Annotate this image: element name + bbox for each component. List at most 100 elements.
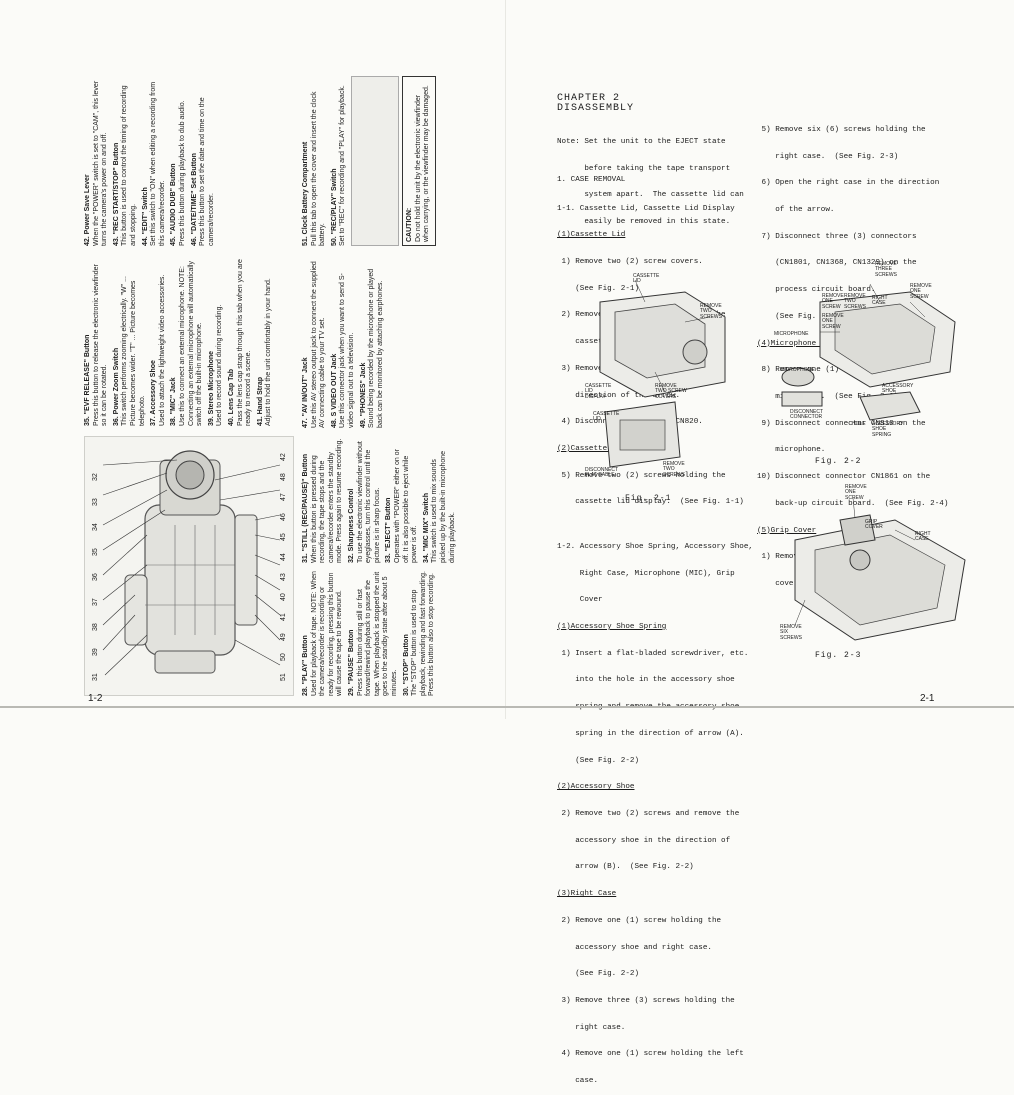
- feature-item-body: Use this AV stereo output jack to connec…: [310, 261, 327, 428]
- feature-item-title: 32. Sharpness Control: [347, 488, 355, 563]
- figure-2-1-caption: Fig. 2-1: [625, 494, 672, 503]
- feature-item-title: 46. "DATE/TIME" Set Button: [190, 153, 198, 246]
- feature-item-body: When this button is pressed during recor…: [310, 438, 344, 563]
- feature-item-title: 38. "MIC" Jack: [170, 377, 178, 426]
- feature-item-body: The "STOP" button is used to stop playba…: [411, 571, 436, 696]
- note-block: Note: Set the unit to the EJECT state be…: [557, 120, 744, 236]
- fig-2-1-callout: CASSETTE LID DISPLAY: [585, 383, 612, 400]
- subsection-heading: 1-2. Accessory Shoe Spring, Accessory Sh…: [557, 542, 753, 551]
- page-gutter: [505, 0, 506, 719]
- feature-item-body: This button is used to control the timin…: [121, 85, 137, 246]
- sub-heading: (3)Right Case: [557, 890, 617, 899]
- feature-item-title: 35. "EVF RELEASE" Button: [84, 334, 91, 426]
- right-case-drawing: [781, 283, 956, 421]
- note-line: system apart. The cassette lid can: [557, 191, 744, 200]
- step-line: 5) Remove two (2) screws holding the: [557, 471, 726, 480]
- feature-item-title: 47. "AV IN/OUT" Jack: [302, 357, 309, 428]
- drawing-callout-number: 40: [280, 593, 287, 601]
- step-line: 4) Remove one (1) screw holding the left: [557, 1050, 744, 1059]
- feature-item-body: Press this button to set the date and ti…: [199, 97, 215, 246]
- fig-2-1-callout: DISCONNECT FLAT CABLE: [585, 467, 619, 479]
- step-line: 3) Remove three (3) screws holding the: [557, 997, 735, 1006]
- feature-item-body: Use this connector jack when you want to…: [339, 273, 355, 428]
- earphone-illustration: [350, 76, 399, 246]
- drawing-callout-number: 43: [280, 573, 287, 581]
- caution-box: CAUTION: Do not hold the unit by the ele…: [401, 76, 436, 246]
- feature-item-body: Pass the lens cap strap through this tab…: [236, 259, 253, 426]
- step-line: 2) Remove two (2) screws and remove the: [557, 810, 740, 818]
- drawing-callout-number: 39: [92, 648, 99, 656]
- feature-item-body: This switch is used to mix sounds picked…: [431, 450, 456, 563]
- step-line: 2) Remove one (1) screw holding the: [557, 916, 722, 925]
- feature-item-body: Adjust to hold the unit comfortably in y…: [265, 278, 273, 426]
- step-line: 6) Open the right case in the direction: [757, 179, 940, 188]
- step-line: arrow (B). (See Fig. 2-2): [557, 863, 694, 872]
- feature-item-title: 29. "PAUSE" Button: [347, 629, 355, 696]
- fig-2-3-callout: REMOVE SIX SCREWS: [780, 624, 802, 641]
- drawing-callout-number: 47: [280, 493, 287, 501]
- note-line: before taking the tape transport: [557, 164, 731, 173]
- feature-item-title: 44. "EDIT" Switch: [141, 187, 149, 246]
- step-line: of the arrow.: [757, 205, 835, 214]
- feature-item-title: 42. Power Save Lever: [84, 174, 91, 246]
- drawing-callout-number: 38: [92, 623, 99, 631]
- fig-2-2-callout: REMOVE ONE SCREW: [822, 293, 844, 310]
- feature-item-body: Press this button during still or fast f…: [356, 571, 398, 696]
- caution-title: CAUTION:: [405, 207, 413, 242]
- feature-item-body: Sound being recorded by the microphone o…: [368, 268, 384, 428]
- chapter-title: CHAPTER 2: [557, 93, 621, 104]
- right-page-number: 2-1: [920, 693, 935, 704]
- feature-item-body: Use this to connect an external micropho…: [178, 261, 204, 426]
- figure-2-3: REMOVE ONE SCREW GRIP COVER RIGHT CASE R…: [775, 480, 975, 650]
- feature-item-title: 41. Hand Strap: [256, 376, 264, 426]
- grip-cover-drawing: [794, 497, 966, 641]
- drawing-callout-number: 42: [280, 453, 287, 461]
- feature-item-title: 45. "AUDIO DUB" Button: [170, 163, 178, 246]
- step-line: right case. (See Fig. 2-3): [757, 152, 899, 161]
- fig-2-1-callout: REMOVE TWO SCREW COVERS: [655, 383, 687, 400]
- figure-2-2: REMOVE THREE SCREWS REMOVE ONE SCREW REM…: [760, 261, 970, 442]
- step-line: accessory shoe and right case.: [557, 943, 712, 952]
- feature-item-body: Press this button during playback to dub…: [178, 100, 186, 246]
- feature-item-title: 40. Lens Cap Tab: [227, 368, 235, 426]
- chapter-subtitle: DISASSEMBLY: [557, 103, 635, 114]
- sub-heading: (1)Cassette Lid: [557, 231, 626, 240]
- drawing-callout-number: 36: [92, 573, 99, 581]
- feature-item-title: 48. S VIDEO OUT Jack: [330, 353, 338, 428]
- left-page-number: 1-2: [88, 693, 103, 704]
- fig-2-1-callout: REMOVE TWO SCREWS: [663, 461, 685, 478]
- chapter-heading: CHAPTER 2 DISASSEMBLY: [557, 94, 634, 114]
- step-line: spring in the direction of arrow (A).: [557, 729, 744, 738]
- fig-2-2-callout: MICROPHONE: [780, 367, 815, 373]
- step-line: direction of the arrow.: [557, 391, 681, 400]
- step-line: (See Fig. 2-2): [557, 756, 640, 765]
- feature-item-title: 33. "EJECT" Button: [385, 497, 393, 563]
- feature-item-body: When the "POWER" switch is set to "CAM",…: [92, 80, 109, 246]
- fig-2-2-callout: HOLE: [852, 421, 866, 427]
- step-line: 5) Remove six (6) screws holding the: [757, 125, 926, 134]
- feature-item-title: 49. "PHONES" Jack: [359, 362, 367, 428]
- step-line: 1) Insert a flat-bladed screwdriver, etc…: [557, 649, 749, 658]
- fig-2-2-callout: ACCESSORY SHOE: [882, 383, 914, 395]
- step-line: accessory shoe in the direction of: [557, 836, 731, 845]
- step-line: 7) Disconnect three (3) connectors: [757, 232, 917, 241]
- step-line: 10) Disconnect connector CN1861 on the: [757, 473, 931, 482]
